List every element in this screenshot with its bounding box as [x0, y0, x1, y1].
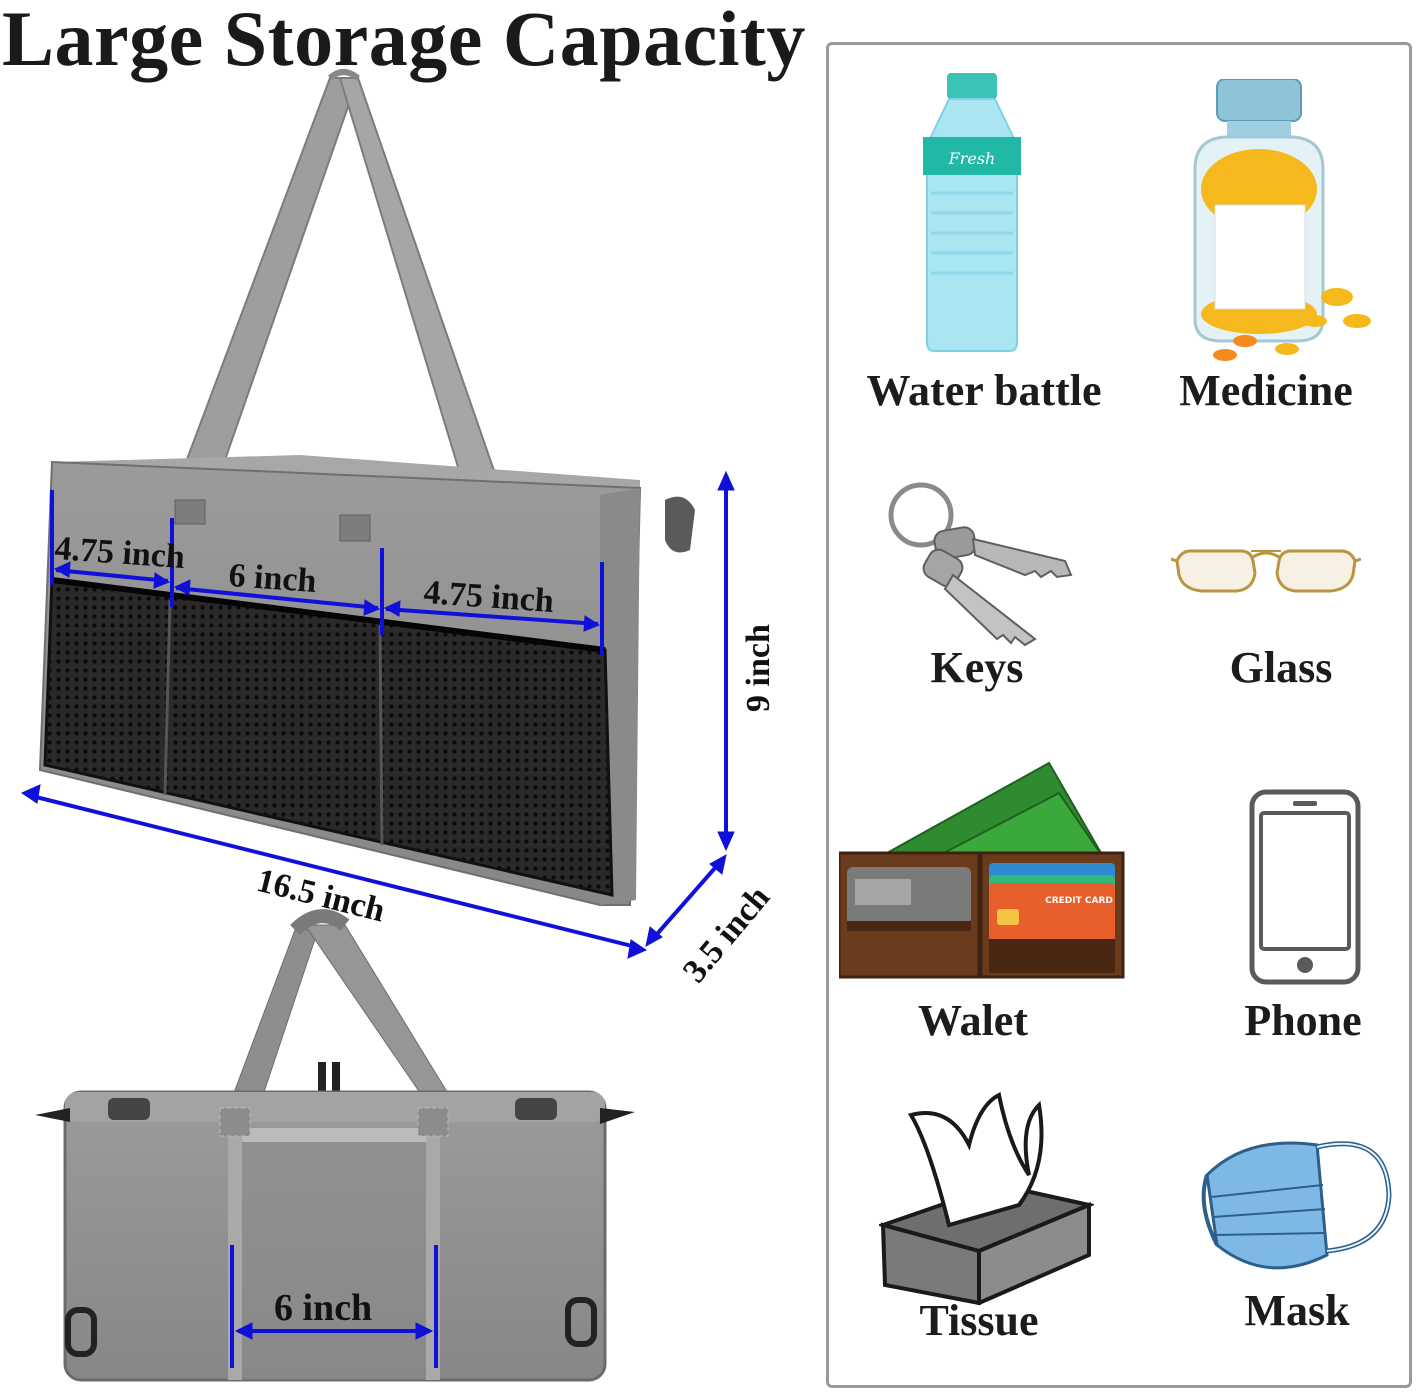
item-label-glass: Glass: [1229, 643, 1333, 692]
tissue-box-icon: [879, 1092, 1094, 1305]
bag-illustrations: [20, 69, 735, 1382]
page-title: Large Storage Capacity: [2, 0, 806, 82]
medicine-jar-icon: [1193, 79, 1371, 361]
phone-icon: [1249, 789, 1361, 985]
item-label-mask: Mask: [1244, 1286, 1350, 1335]
height-label: 9 inch: [740, 624, 777, 712]
credit-card-text: CREDIT CARD: [1045, 896, 1113, 906]
items-panel: Fresh Water battle Medicine Keys: [826, 42, 1412, 1388]
glasses-icon: [1171, 549, 1361, 593]
bag-dimensions-area: 4.75 inch 6 inch 4.75 inch 9 inch 16.5 i…: [20, 69, 777, 1382]
pocket-width-middle-label: 6 inch: [227, 557, 318, 601]
item-label-walet: Walet: [918, 996, 1028, 1045]
item-label-phone: Phone: [1244, 996, 1362, 1045]
face-mask-icon: [1201, 1141, 1392, 1270]
item-label-tissue: Tissue: [919, 1296, 1039, 1345]
item-label-keys: Keys: [930, 643, 1024, 692]
water-bottle-icon: Fresh: [923, 73, 1021, 352]
strap-gap-label: 6 inch: [274, 1287, 373, 1329]
dimension-lines: [20, 470, 735, 1368]
item-label-medicine: Medicine: [1179, 366, 1353, 415]
back-bag: [35, 909, 635, 1382]
wallet-icon: CREDIT CARD: [839, 761, 1125, 979]
front-bag: [38, 69, 695, 906]
bottle-brand-text: Fresh: [948, 149, 996, 168]
keys-icon: [888, 482, 1073, 647]
item-label-water-battle: Water battle: [866, 366, 1102, 415]
